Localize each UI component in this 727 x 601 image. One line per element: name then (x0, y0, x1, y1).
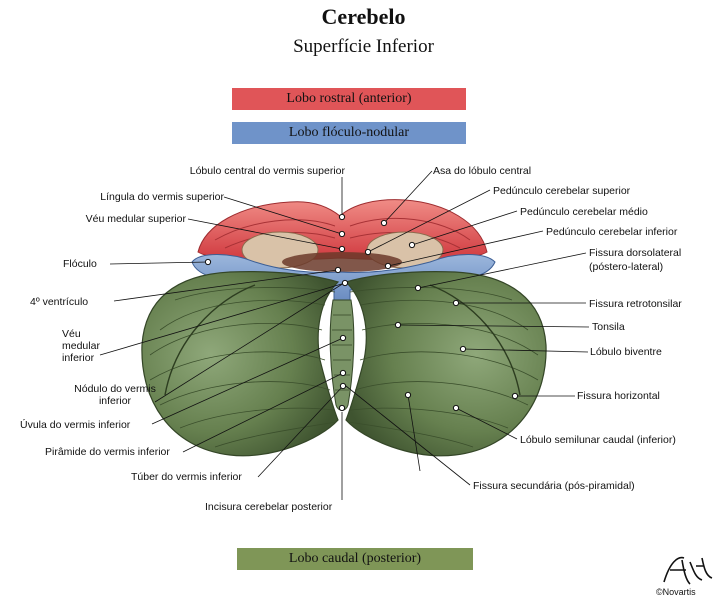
leader-lines (99, 170, 590, 500)
flocculonodular-lobe-band (232, 122, 466, 144)
netter-signature-logo (663, 556, 713, 585)
label-ped-inferior: Pedúnculo cerebelar inferior (546, 226, 678, 238)
label-fissura-retrotonsilar: Fissura retrotonsilar (589, 298, 682, 310)
label-floculo: Flóculo (63, 258, 97, 270)
inferior-vermis (329, 299, 355, 411)
label-tonsila: Tonsila (592, 321, 625, 333)
label-lobulo-biventre: Lóbulo biventre (590, 346, 662, 358)
rostral-lobe-label: Lobo rostral (anterior) (286, 91, 412, 106)
label-ped-superior: Pedúnculo cerebelar superior (493, 185, 631, 197)
label-fissura-secundaria: Fissura secundária (pós-piramidal) (473, 480, 635, 492)
label-piramide: Pirâmide do vermis inferior (45, 446, 170, 458)
rostral-lobe-band (232, 88, 466, 110)
flocculonodular-lobe-label: Lobo flóculo-nodular (288, 125, 410, 140)
caudal-lobe-band (237, 548, 473, 570)
copyright-text: ©Novartis (656, 587, 696, 597)
caudal-lobe-label: Lobo caudal (posterior) (288, 551, 422, 566)
label-tuber: Túber do vermis inferior (131, 471, 242, 483)
diagram-title: Cerebelo (321, 4, 406, 29)
label-ped-medio: Pedúnculo cerebelar médio (520, 206, 648, 218)
label-lobulo-semilunar: Lóbulo semilunar caudal (inferior) (520, 434, 676, 446)
label-markers (204, 213, 519, 412)
label-fissura-dorsolateral-sub: (póstero-lateral) (589, 261, 664, 273)
label-lobulo-central: Lóbulo central do vermis superior (189, 165, 345, 177)
label-uvula: Úvula do vermis inferior (20, 419, 131, 431)
label-veu-inferior: Véu medular inferior (62, 328, 100, 364)
label-incisura: Incisura cerebelar posterior (205, 501, 333, 513)
diagram-subtitle: Superfície Inferior (293, 36, 434, 57)
label-veu-superior: Véu medular superior (85, 213, 186, 225)
label-fissura-horizontal: Fissura horizontal (577, 390, 660, 402)
label-nodulo: Nódulo do vermis inferior (74, 383, 156, 407)
label-lingula: Língula do vermis superior (100, 191, 224, 203)
label-fissura-dorsolateral: Fissura dorsolateral (589, 247, 682, 259)
label-quarto-ventriculo: 4º ventrículo (30, 296, 89, 308)
label-asa: Asa do lóbulo central (433, 165, 532, 177)
